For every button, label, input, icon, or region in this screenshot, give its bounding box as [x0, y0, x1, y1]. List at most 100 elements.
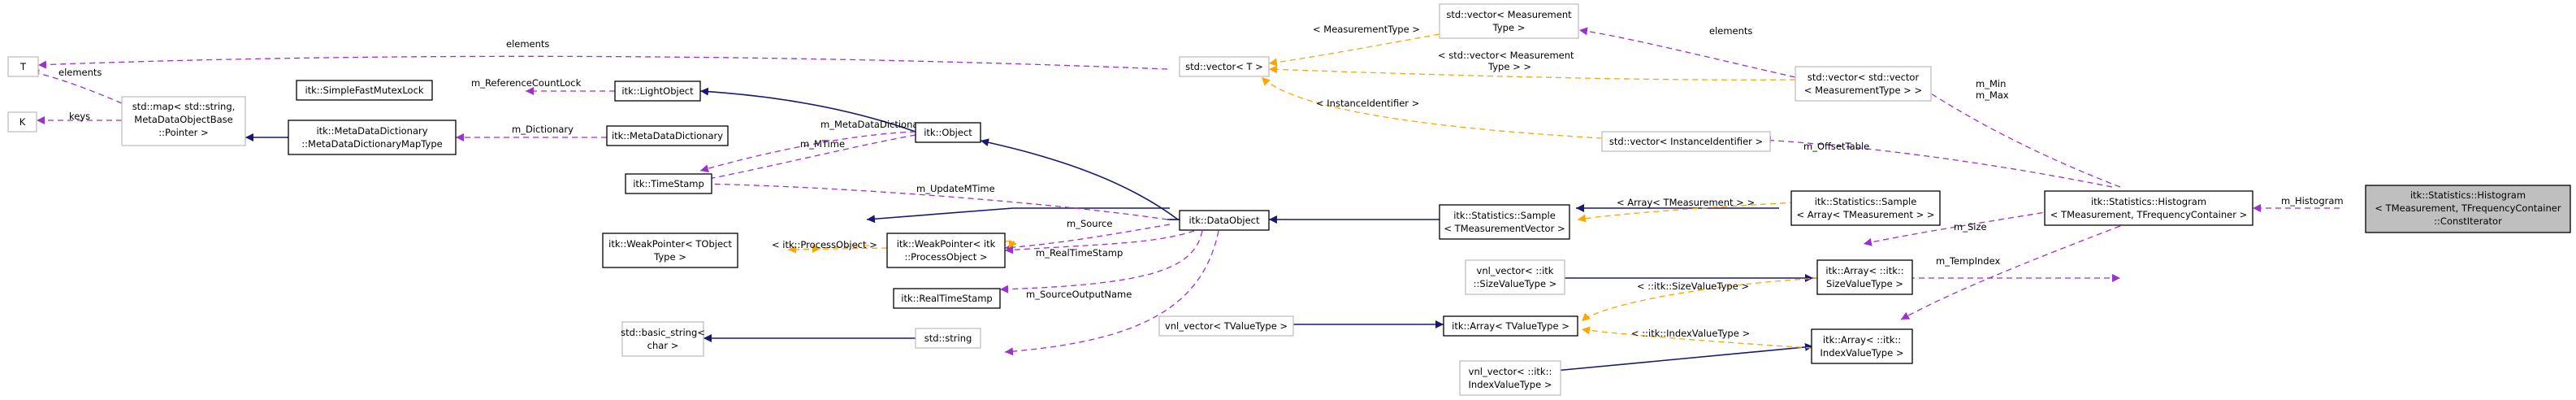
svg-text:IndexValueType >: IndexValueType >: [1821, 347, 1904, 359]
svg-text:std::vector< T >: std::vector< T >: [1185, 61, 1263, 72]
svg-text:std::string: std::string: [924, 333, 972, 344]
class-node-object[interactable]: itk::Object: [915, 122, 981, 143]
svg-text:SizeValueType >: SizeValueType >: [1826, 278, 1903, 289]
svg-text:char >: char >: [647, 340, 679, 351]
class-node-vnl-vector-index-value-type[interactable]: vnl_vector< ::itk:: IndexValueType >: [1459, 360, 1561, 396]
svg-text:itk::Array< ::itk::: itk::Array< ::itk::: [1823, 334, 1901, 346]
inheritance-edge: [699, 87, 916, 133]
class-node-timestamp[interactable]: itk::TimeStamp: [625, 173, 712, 194]
svg-text:::ConstIterator: ::ConstIterator: [2434, 215, 2502, 227]
class-node-std-vector-measurement-type[interactable]: std::vector< Measurement Type >: [1439, 3, 1579, 39]
svg-text:itk::Array< ::itk::: itk::Array< ::itk::: [1825, 265, 1903, 276]
edge-label-keys: keys: [69, 111, 90, 122]
class-node-const-iterator[interactable]: itk::Statistics::Histogram < TMeasuremen…: [2365, 185, 2571, 233]
svg-text:std::vector< Measurement: std::vector< Measurement: [1446, 9, 1572, 20]
svg-text:< MeasurementType > >: < MeasurementType > >: [1804, 85, 1922, 96]
svg-text:itk::WeakPointer< TObject: itk::WeakPointer< TObject: [608, 238, 732, 250]
class-node-vnl-vector-tvalue-type[interactable]: vnl_vector< TValueType >: [1158, 315, 1294, 337]
svg-text:IndexValueType >: IndexValueType >: [1469, 379, 1552, 390]
edge-label-size-value-type: < ::itk::SizeValueType >: [1637, 280, 1749, 292]
edge-label-array-tmeasurement: < Array< TMeasurement > >: [1617, 197, 1755, 208]
usage-edge: [37, 55, 1168, 70]
template-edge: [1577, 202, 1796, 223]
inheritance-edge: [980, 138, 1179, 220]
class-node-simple-fast-mutex-lock[interactable]: itk::SimpleFastMutexLock: [296, 80, 433, 101]
edge-label-size: m_Size: [1954, 221, 1987, 233]
template-edge: [1268, 33, 1440, 67]
svg-text:itk::SimpleFastMutexLock: itk::SimpleFastMutexLock: [305, 85, 423, 96]
svg-text:std::map< std::string,: std::map< std::string,: [132, 101, 236, 112]
template-edge: [787, 245, 888, 254]
class-node-std-vector-instance-identifier[interactable]: std::vector< InstanceIdentifier >: [1601, 131, 1771, 152]
class-node-data-object[interactable]: itk::DataObject: [1179, 210, 1270, 231]
svg-text:vnl_vector< ::itk::: vnl_vector< ::itk::: [1469, 366, 1552, 377]
inheritance-edge: [866, 207, 1170, 224]
class-node-metadata-dictionary[interactable]: itk::MetaDataDictionary: [606, 125, 729, 146]
svg-text:itk::MetaDataDictionary: itk::MetaDataDictionary: [316, 125, 427, 137]
usage-edge: [1004, 224, 1171, 252]
class-node-real-timestamp[interactable]: itk::RealTimeStamp: [893, 288, 1001, 309]
class-node-k[interactable]: K: [7, 111, 37, 133]
svg-text:itk::TimeStamp: itk::TimeStamp: [633, 178, 704, 189]
svg-text:< TMeasurement, TFrequencyCont: < TMeasurement, TFrequencyContainer >: [2050, 209, 2248, 220]
edge-label-min: m_Min: [1976, 78, 2006, 89]
svg-text:K: K: [19, 116, 26, 128]
svg-text:< TMeasurementVector >: < TMeasurementVector >: [1444, 223, 1565, 234]
svg-text:Type >: Type >: [1492, 22, 1526, 33]
svg-text:std::vector< InstanceIdentifie: std::vector< InstanceIdentifier >: [1609, 136, 1763, 147]
class-node-std-vector-t[interactable]: std::vector< T >: [1179, 56, 1270, 77]
class-node-histogram[interactable]: itk::Statistics::Histogram < TMeasuremen…: [2044, 190, 2253, 226]
svg-text:T: T: [19, 61, 27, 72]
class-node-metadata-dictionary-map-type[interactable]: itk::MetaDataDictionary ::MetaDataDictio…: [288, 120, 457, 155]
svg-text:std::basic_string<: std::basic_string<: [621, 327, 705, 338]
class-node-t[interactable]: T: [7, 56, 39, 77]
edge-label-measurement-type: < MeasurementType >: [1313, 24, 1420, 35]
usage-edge: [30, 69, 123, 104]
class-node-array-index-value-type[interactable]: itk::Array< ::itk:: IndexValueType >: [1811, 328, 1913, 364]
svg-text:itk::Statistics::Histogram: itk::Statistics::Histogram: [2410, 189, 2526, 201]
svg-text:itk::DataObject: itk::DataObject: [1188, 215, 1260, 226]
edge-labels: elements keys elements m_ReferenceCountL…: [58, 24, 2344, 339]
usage-edge: [699, 131, 916, 173]
svg-text:itk::LightObject: itk::LightObject: [621, 85, 694, 97]
usage-edge: [1921, 87, 2121, 188]
usage-edge: [699, 180, 1168, 220]
edge-label-reference-count-lock: m_ReferenceCountLock: [471, 77, 582, 89]
edge-label-source-output-name: m_SourceOutputName: [1026, 289, 1132, 300]
class-node-std-string[interactable]: std::string: [915, 328, 981, 349]
edge-label-vector-measurement-type: Type > >: [1487, 61, 1531, 72]
class-node-basic-string[interactable]: std::basic_string< char >: [621, 321, 705, 357]
class-node-vnl-vector-size-value-type[interactable]: vnl_vector< ::itk ::SizeValueType >: [1465, 259, 1565, 295]
edge-label-elements: elements: [506, 38, 549, 50]
edge-label-histogram: m_Histogram: [2281, 195, 2344, 207]
class-node-sample-array-tmeasurement[interactable]: itk::Statistics::Sample < Array< TMeasur…: [1790, 190, 1941, 226]
usage-edge: [999, 230, 1203, 293]
svg-text:itk::WeakPointer< itk: itk::WeakPointer< itk: [897, 238, 996, 250]
edge-label-metadata-dictionary: m_MetaDataDictionary: [820, 119, 928, 130]
svg-text:::Pointer >: ::Pointer >: [158, 127, 208, 138]
class-node-weak-pointer-process-object[interactable]: itk::WeakPointer< itk ::ProcessObject >: [886, 233, 1006, 268]
edge-label-process-object: < itk::ProcessObject >: [772, 239, 877, 250]
svg-text:::ProcessObject >: ::ProcessObject >: [904, 251, 987, 263]
class-node-light-object[interactable]: itk::LightObject: [614, 80, 701, 102]
class-node-std-map[interactable]: std::map< std::string, MetaDataObjectBas…: [121, 96, 246, 146]
svg-text:std::vector< std::vector: std::vector< std::vector: [1808, 72, 1920, 83]
class-node-array-size-value-type[interactable]: itk::Array< ::itk:: SizeValueType >: [1816, 259, 1913, 295]
svg-text:itk::Statistics::Histogram: itk::Statistics::Histogram: [2091, 196, 2206, 207]
svg-text:itk::Object: itk::Object: [924, 127, 972, 138]
usage-edge: [1004, 230, 1219, 356]
edge-label-real-timestamp: m_RealTimeStamp: [1036, 247, 1123, 259]
class-node-sample-measurement-vector[interactable]: itk::Statistics::Sample < TMeasurementVe…: [1439, 204, 1570, 240]
svg-text:vnl_vector< ::itk: vnl_vector< ::itk: [1477, 265, 1554, 276]
edge-label-instance-identifier: < InstanceIdentifier >: [1316, 98, 1419, 109]
usage-edge: [1762, 136, 2113, 188]
inheritance-edge: [1554, 342, 1814, 372]
edge-label-source: m_Source: [1067, 218, 1112, 229]
svg-text:itk::Statistics::Sample: itk::Statistics::Sample: [1453, 210, 1556, 221]
class-node-std-vector-vector[interactable]: std::vector< std::vector < MeasurementTy…: [1795, 66, 1932, 102]
class-node-array-tvalue-type[interactable]: itk::Array< TValueType >: [1443, 315, 1578, 337]
class-node-weak-pointer-tobject[interactable]: itk::WeakPointer< TObject Type >: [602, 233, 738, 268]
template-edge: [1581, 326, 1812, 349]
usage-edge: [1863, 207, 2072, 246]
